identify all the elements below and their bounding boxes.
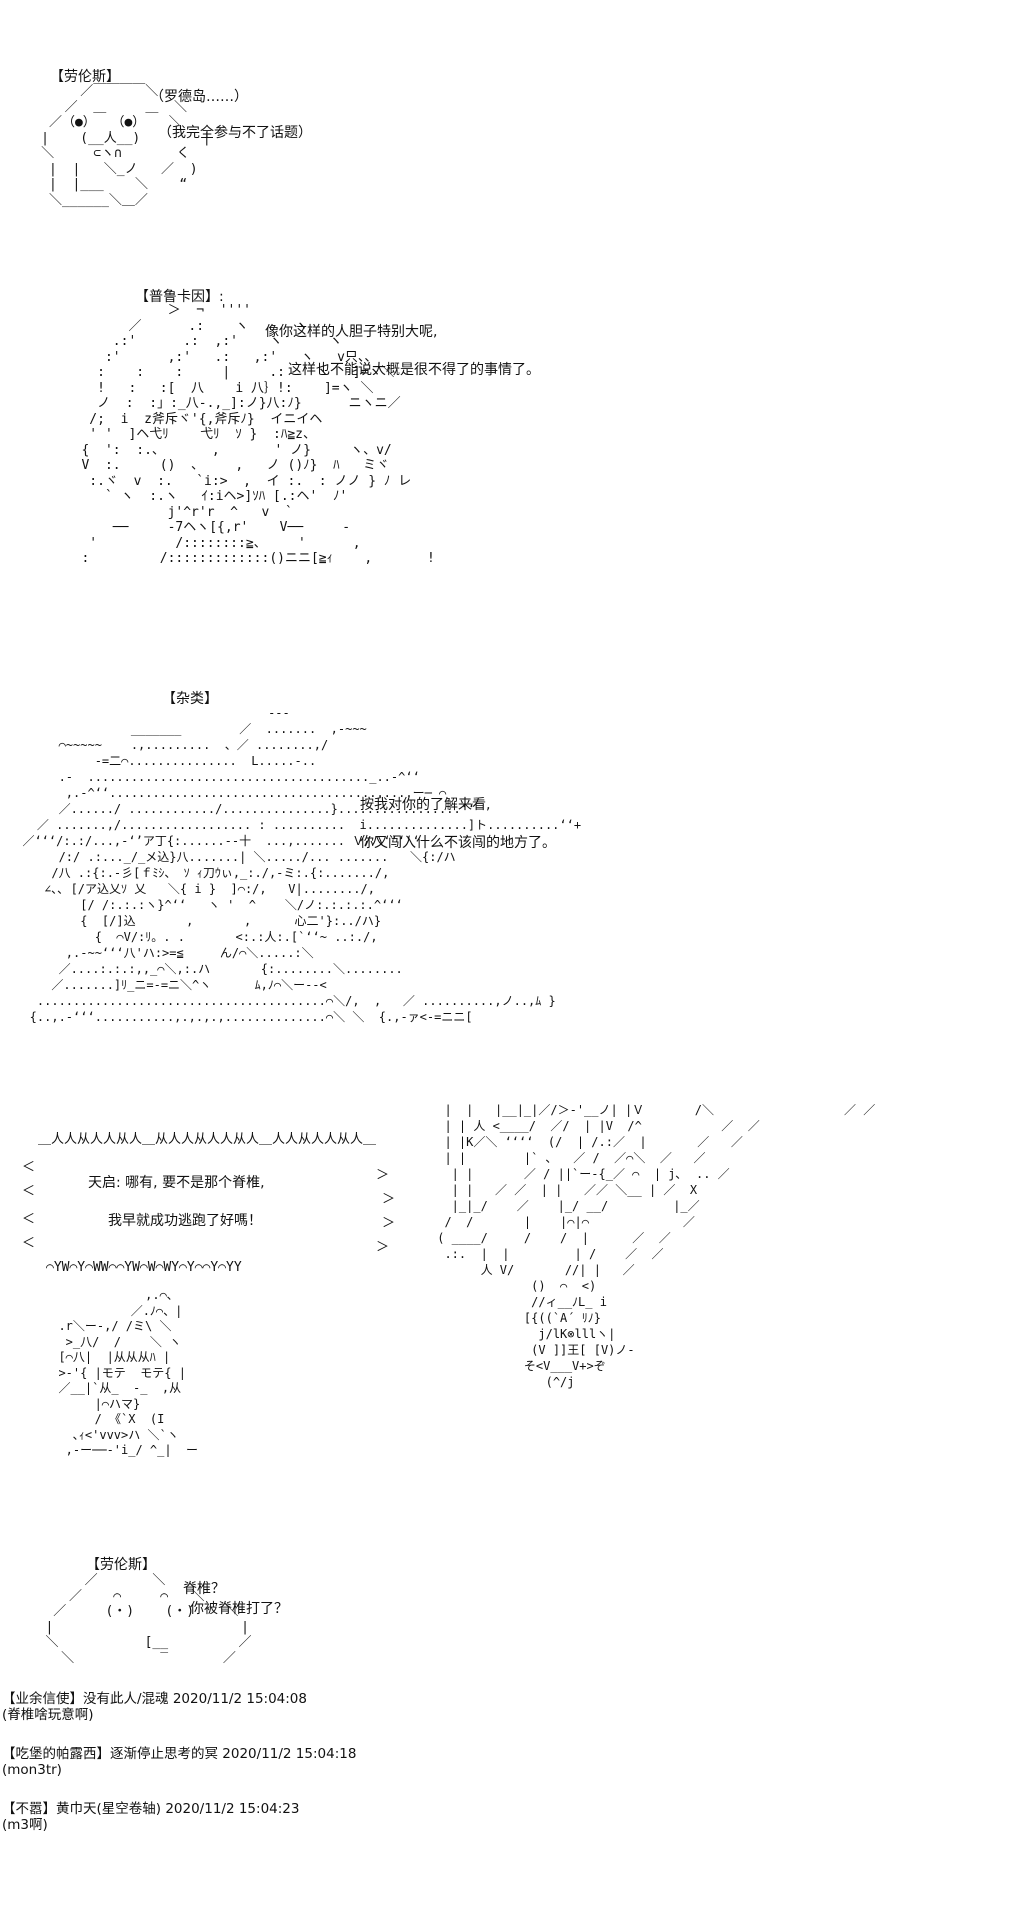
dialogue-line: 按我对你的了解来看, — [360, 797, 491, 813]
thought-line: （罗德岛……） — [150, 89, 248, 105]
speaker-title: 【普鲁卡因】: — [135, 289, 224, 305]
dialogue-line: 你被脊椎打了？ — [190, 1601, 288, 1617]
dialogue-line: 这样也不能说大概是很不得了的事情了。 — [288, 362, 540, 378]
bubble-edge-left: ＜ — [22, 1184, 36, 1199]
comment-body: (脊椎啥玩意啊) — [2, 1707, 94, 1723]
comment-body: (mon3tr) — [2, 1762, 62, 1778]
speech-bubble-text: 我早就成功逃跑了好嗎！ — [108, 1213, 262, 1229]
ascii-art-procaine: ＞ ¬ '''' ／ .: ヽ ヽ .:' .: ,:' ヽ ヽ :' ,:' … — [81, 303, 435, 566]
bubble-edge-right: ＞ — [382, 1216, 396, 1231]
speaker-title: 【劳伦斯】 — [86, 1557, 156, 1573]
ascii-art-misc: --- _______ ／ ....... ,-~~~ ⌒~~~~~ .,...… — [22, 706, 582, 1024]
speech-bubble-text: 天启: 哪有, 要不是那个脊椎, — [88, 1175, 265, 1191]
dialogue-line: 你又闯入什么不该闯的地方了。 — [360, 835, 556, 851]
comment-header: 【吃堡的帕露西】逐渐停止思考的冥 2020/11/2 15:04:18 — [2, 1746, 357, 1762]
bubble-edge-right: ＞ — [376, 1240, 390, 1255]
speech-bubble-bottom: ⌒YW⌒Y⌒WW⌒⌒YW⌒W⌒WY⌒Y⌒⌒Y⌒YY — [46, 1260, 242, 1275]
ascii-art-character-large: | | |__|_|／/＞‐'__ノ| |Ｖ /＼ ／ ／ | | 人 <___… — [437, 1103, 876, 1389]
speaker-title: 【劳伦斯】 — [50, 69, 120, 85]
speech-bubble-top: ＿人人从人人从人＿从人人从人人从人＿人人从人人从人＿ — [38, 1132, 377, 1147]
thought-line: （我完全参与不了话题） — [158, 125, 312, 141]
bubble-edge-left: ＜ — [22, 1160, 36, 1175]
dialogue-line: 脊椎？ — [183, 1581, 225, 1597]
comment-header: 【不嚣】黄巾天(星空卷轴) 2020/11/2 15:04:23 — [2, 1801, 300, 1817]
bubble-edge-right: ＞ — [376, 1168, 390, 1183]
ascii-art-lawrence: ／￣￣￣￣＼ ／ ＿ ＿ ＼ ／（●） （●） ＼ | (__人__) | ＼ … — [41, 84, 211, 208]
bubble-edge-right: ＞ — [382, 1192, 396, 1207]
bubble-edge-left: ＜ — [22, 1212, 36, 1227]
dialogue-line: 像你这样的人胆子特别大呢, — [265, 324, 438, 340]
ascii-art-character-small: ,.⌒､ ／.ﾉ⌒、| .r＼ー-,/ /ミ\ ＼ >_八/ / ＼ ヽ [⌒八… — [58, 1288, 199, 1457]
speaker-title: 【杂类】 — [162, 691, 218, 707]
comment-body: (m3啊) — [2, 1817, 48, 1833]
bubble-edge-left: ＜ — [22, 1236, 36, 1251]
ascii-art-lawrence: ／ ＼ ／ ⌒ ⌒ ＼ ／ (・) (・) ＼ | | ＼ [__ ／ ＼ ‾ … — [45, 1573, 252, 1666]
comment-header: 【业余信使】没有此人/混魂 2020/11/2 15:04:08 — [2, 1691, 307, 1707]
